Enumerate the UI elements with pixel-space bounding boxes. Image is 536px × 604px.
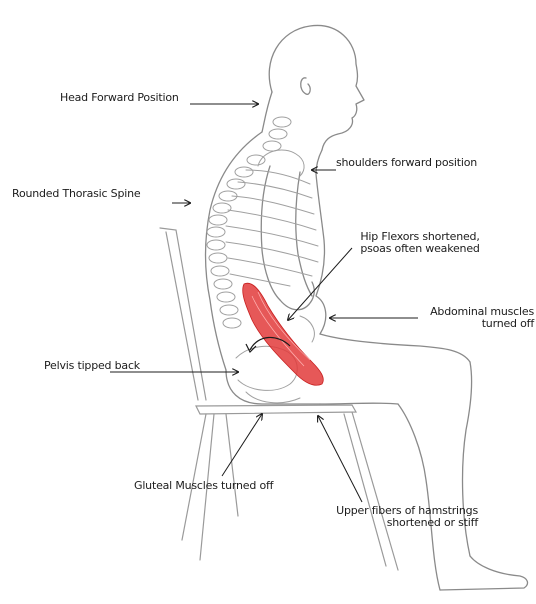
label-hip-flexors: Hip Flexors shortened, psoas often weake… [340, 231, 500, 255]
label-rounded-thoracic: Rounded Thorasic Spine [12, 188, 140, 200]
hip-flexor-muscle [243, 283, 324, 385]
arrow-gluteal [222, 414, 262, 476]
label-head-forward: Head Forward Position [60, 92, 179, 104]
label-hip-flexors-line2: psoas often weakened [340, 243, 500, 255]
label-hamstrings-line2: shortened or stiff [296, 517, 478, 529]
label-hamstrings: Upper fibers of hamstrings shortened or … [296, 505, 478, 529]
label-abdominal: Abdominal muscles turned off [404, 306, 534, 330]
arrow-hamstrings [318, 416, 362, 502]
label-gluteal: Gluteal Muscles turned off [134, 480, 273, 492]
label-abdominal-line2: turned off [404, 318, 534, 330]
label-pelvis: Pelvis tipped back [44, 360, 140, 372]
label-shoulders-forward: shoulders forward position [336, 157, 477, 169]
arrow-hip-flexors [288, 248, 352, 320]
